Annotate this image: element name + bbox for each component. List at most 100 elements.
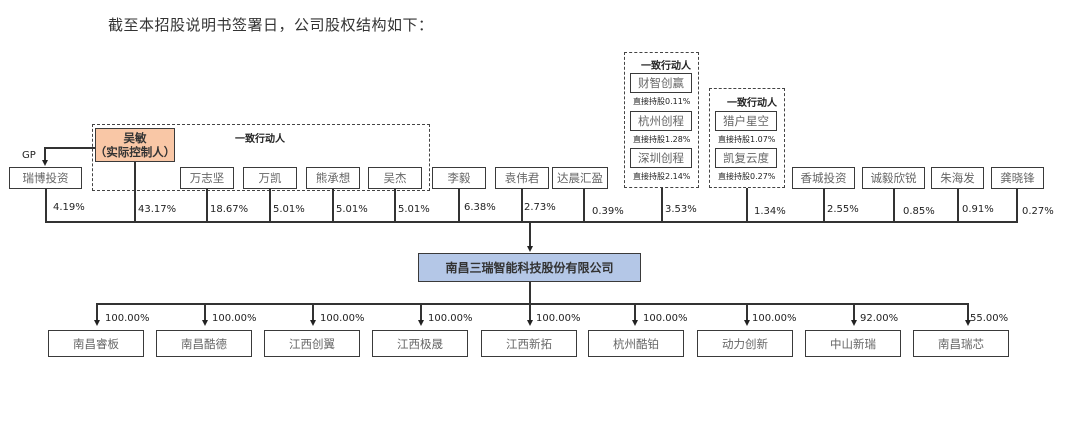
concerted-group-frame-b [709, 88, 785, 188]
concerted-label-a: 一致行动人 [641, 61, 691, 72]
subsidiary-box: 杭州酷铂 [588, 330, 684, 357]
shareholder-gongxiaofeng: 龚晓锋 [991, 167, 1044, 189]
shareholder-liyi: 李毅 [432, 167, 486, 189]
line-wankai [269, 189, 271, 222]
pct-wujie: 5.01% [398, 204, 430, 215]
sub-arrow-icon [744, 320, 750, 326]
controller-name: 吴敏 [123, 131, 147, 145]
line-ctrl [134, 162, 136, 222]
sub-pct: 100.00% [428, 313, 473, 324]
pct-dachen: 0.39% [592, 206, 624, 217]
shareholder-ruibo: 瑞博投资 [9, 167, 82, 189]
line-chengyi [893, 189, 895, 222]
sub-pct: 92.00% [860, 313, 899, 324]
line-sub-4 [529, 303, 531, 321]
pct-chengyi: 0.85% [903, 206, 935, 217]
shareholder-wankai: 万凯 [243, 167, 297, 189]
line-sub-3 [420, 303, 422, 321]
line-xiangcheng [823, 189, 825, 222]
szchuangcheng-direct: 直接持股2.14% [633, 172, 691, 181]
line-liyi [458, 189, 460, 222]
gp-arrow-icon [42, 160, 48, 166]
line-sub-8 [967, 303, 969, 321]
pct-wanzhijian: 18.67% [210, 204, 249, 215]
sub-pct: 100.00% [105, 313, 150, 324]
hzchuangcheng-direct: 直接持股1.28% [633, 135, 691, 144]
sub-arrow-icon [851, 320, 857, 326]
pct-zhu: 0.91% [962, 204, 994, 215]
shareholder-wanzhijian: 万志坚 [180, 167, 234, 189]
gp-label: GP [22, 150, 36, 161]
pct-liyi: 6.38% [464, 202, 496, 213]
subsidiary-box: 南昌酷德 [156, 330, 252, 357]
sub-pct: 55.00% [970, 313, 1009, 324]
sub-arrow-icon [965, 320, 971, 326]
line-zhu [957, 189, 959, 222]
shareholder-szchuangcheng: 深圳创程 [630, 148, 692, 168]
concerted-group-frame-a [624, 52, 699, 188]
subsidiary-box: 江西创翼 [264, 330, 360, 357]
sub-arrow-icon [632, 320, 638, 326]
line-from-main [529, 282, 531, 304]
shareholder-liehu: 猎户星空 [715, 111, 777, 131]
line-groupa [661, 188, 663, 222]
sub-arrow-icon [527, 320, 533, 326]
caizhi-direct: 直接持股0.11% [633, 97, 691, 106]
sub-pct: 100.00% [643, 313, 688, 324]
pct-groupa: 3.53% [665, 204, 697, 215]
line-xiong [332, 189, 334, 222]
pct-ruibo: 4.19% [53, 202, 85, 213]
pct-wankai: 5.01% [273, 204, 305, 215]
sub-arrow-icon [94, 320, 100, 326]
sub-pct: 100.00% [212, 313, 257, 324]
line-sub-6 [746, 303, 748, 321]
shareholder-xiongchengxiang: 熊承想 [306, 167, 360, 189]
sub-arrow-icon [310, 320, 316, 326]
shareholder-bus [45, 221, 1018, 223]
shareholder-wujie: 吴杰 [368, 167, 422, 189]
gp-connector-h [44, 147, 95, 149]
subsidiary-box: 南昌睿板 [48, 330, 144, 357]
sub-pct: 100.00% [752, 313, 797, 324]
controller-box: 吴敏 （实际控制人） [95, 128, 175, 162]
line-groupb [746, 188, 748, 222]
controller-role: （实际控制人） [94, 145, 176, 159]
line-yuan [521, 189, 523, 222]
shareholder-kaifu: 凯复云度 [715, 148, 777, 168]
sub-pct: 100.00% [320, 313, 365, 324]
liehu-direct: 直接持股1.07% [718, 135, 776, 144]
shareholder-dachen: 达晨汇盈 [552, 167, 608, 189]
shareholder-xiangcheng: 香城投资 [792, 167, 855, 189]
gp-connector-v [44, 147, 46, 161]
shareholder-hzchuangcheng: 杭州创程 [630, 111, 692, 131]
main-company: 南昌三瑞智能科技股份有限公司 [418, 253, 641, 282]
shareholder-chengyi: 诚毅欣锐 [862, 167, 925, 189]
line-sub-7 [853, 303, 855, 321]
line-ruibo [45, 189, 47, 222]
line-to-main [529, 221, 531, 247]
line-sub-2 [312, 303, 314, 321]
subsidiary-box: 南昌瑞芯 [913, 330, 1009, 357]
subsidiary-box: 中山新瑞 [805, 330, 901, 357]
pct-ctrl: 43.17% [138, 204, 177, 215]
intro-text: 截至本招股说明书签署日，公司股权结构如下： [108, 16, 434, 34]
pct-gong: 0.27% [1022, 206, 1054, 217]
shareholder-yuanweijun: 袁伟君 [495, 167, 549, 189]
shareholder-caizhi: 财智创赢 [630, 73, 692, 93]
subsidiary-bus [96, 303, 968, 305]
pct-yuan: 2.73% [524, 202, 556, 213]
line-sub-5 [634, 303, 636, 321]
subsidiary-box: 江西极晟 [372, 330, 468, 357]
subsidiary-box: 动力创新 [697, 330, 793, 357]
line-sub-0 [96, 303, 98, 321]
line-sub-1 [204, 303, 206, 321]
pct-groupb: 1.34% [754, 206, 786, 217]
line-wanzhijian [206, 189, 208, 222]
sub-pct: 100.00% [536, 313, 581, 324]
subsidiary-box: 江西新拓 [481, 330, 577, 357]
concerted-label-main: 一致行动人 [235, 134, 285, 145]
line-dachen [583, 189, 585, 222]
main-arrow-icon [527, 246, 533, 252]
kaifu-direct: 直接持股0.27% [718, 172, 776, 181]
line-wujie [394, 189, 396, 222]
